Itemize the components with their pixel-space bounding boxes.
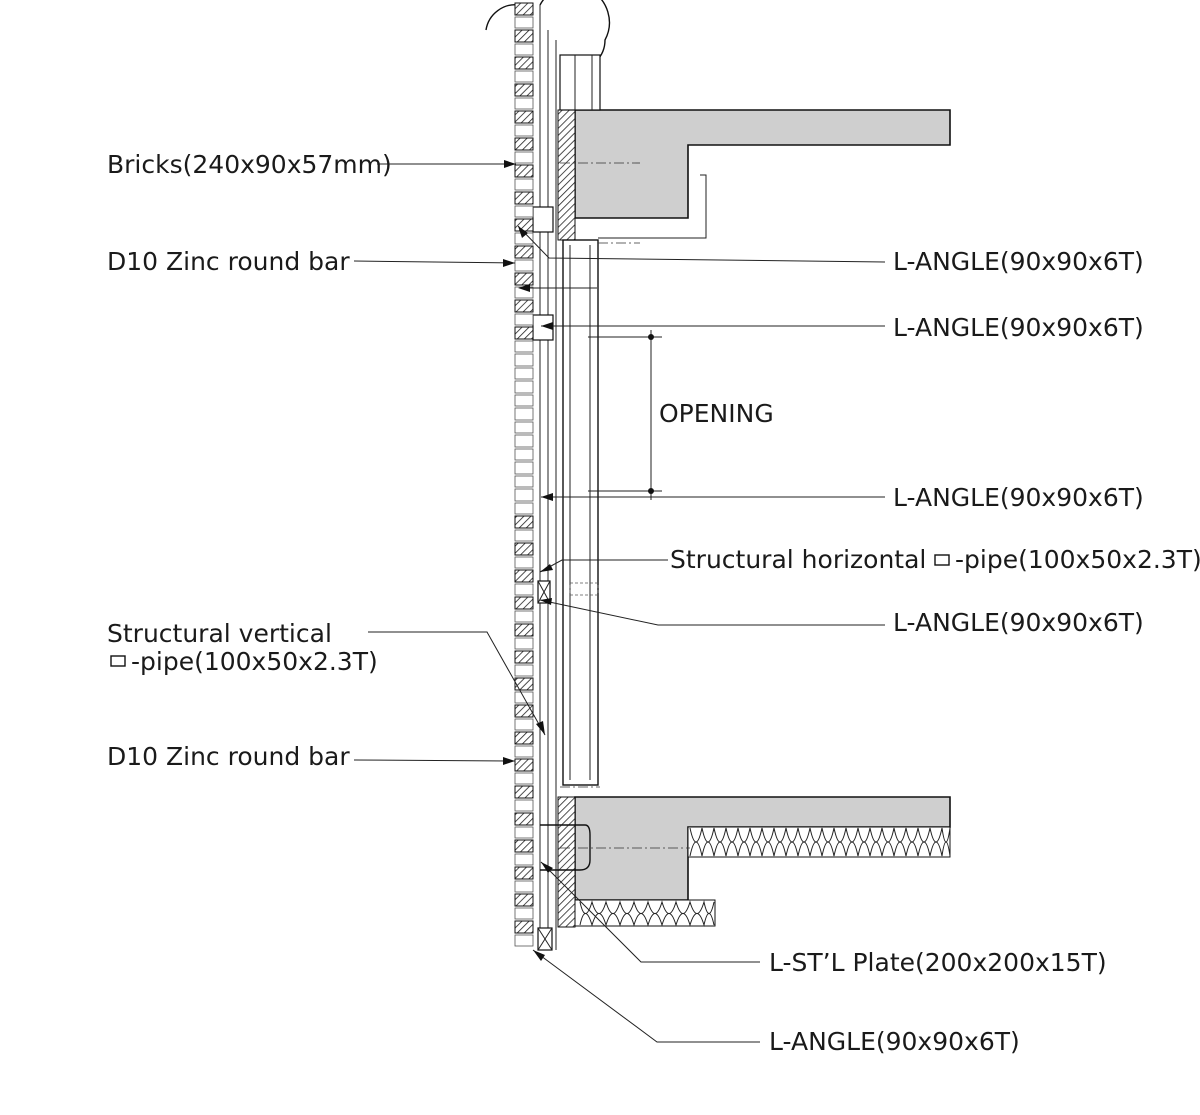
- brick: [514, 731, 534, 745]
- brick-joint: [514, 502, 534, 515]
- brick-joint: [514, 934, 534, 947]
- stl-plate-outline: [540, 824, 591, 871]
- label-d10-bottom: D10 Zinc round bar: [107, 742, 350, 771]
- brick-joint: [514, 421, 534, 434]
- brick-joint: [514, 367, 534, 380]
- brick: [514, 866, 534, 880]
- lower-edge-insulation: [557, 796, 576, 928]
- brick: [514, 272, 534, 286]
- brick: [514, 407, 534, 421]
- brick: [514, 299, 534, 313]
- brick: [514, 353, 534, 367]
- brick-column: [514, 2, 534, 947]
- brick-joint: [514, 880, 534, 893]
- brick-joint: [514, 853, 534, 866]
- structure: [485, 0, 951, 951]
- label-struct-horizontal-2: -pipe(100x50x2.3T): [955, 545, 1200, 574]
- brick: [514, 650, 534, 664]
- brick-joint: [514, 529, 534, 542]
- underside-insulation: [574, 826, 951, 927]
- brick-joint: [514, 637, 534, 650]
- brick: [514, 785, 534, 799]
- brick: [514, 758, 534, 772]
- brick: [514, 569, 534, 583]
- brick-joint: [514, 313, 534, 326]
- brick: [514, 515, 534, 529]
- brick-joint: [514, 205, 534, 218]
- opening-dimension: [588, 330, 662, 500]
- brick: [514, 191, 534, 205]
- brick-joint: [514, 745, 534, 758]
- label-bricks: Bricks(240x90x57mm): [107, 150, 392, 179]
- brick-joint: [514, 475, 534, 488]
- brick-joint: [514, 772, 534, 785]
- brick: [514, 245, 534, 259]
- brick: [514, 812, 534, 826]
- angle-box-1: [532, 206, 554, 233]
- brick-joint: [514, 907, 534, 920]
- brick-joint: [514, 583, 534, 596]
- label-struct-vertical-2: -pipe(100x50x2.3T): [131, 647, 378, 676]
- brick: [514, 434, 534, 448]
- upper-edge-insulation: [557, 109, 576, 241]
- brick: [514, 137, 534, 151]
- label-angle-1: L-ANGLE(90x90x6T): [893, 247, 1144, 276]
- brick: [514, 920, 534, 934]
- brick: [514, 677, 534, 691]
- brick: [514, 83, 534, 97]
- brick: [514, 380, 534, 394]
- label-opening: OPENING: [659, 399, 774, 428]
- label-d10-top: D10 Zinc round bar: [107, 247, 350, 276]
- brick: [514, 488, 534, 502]
- brick: [514, 164, 534, 178]
- brick: [514, 596, 534, 610]
- brick-joint: [514, 610, 534, 623]
- brick-joint: [514, 151, 534, 164]
- brick-joint: [514, 43, 534, 56]
- brick: [514, 461, 534, 475]
- brick-joint: [514, 16, 534, 29]
- brick: [514, 542, 534, 556]
- brick-joint: [514, 97, 534, 110]
- brick-joint: [514, 718, 534, 731]
- label-struct-vertical-1: Structural vertical: [107, 619, 332, 648]
- brick-joint: [514, 556, 534, 569]
- brick-joint: [514, 70, 534, 83]
- leader-lines: [353, 160, 886, 1043]
- brick-joint: [514, 124, 534, 137]
- brick-joint: [514, 799, 534, 812]
- brick: [514, 110, 534, 124]
- brick-joint: [514, 178, 534, 191]
- brick-joint: [514, 394, 534, 407]
- brick: [514, 623, 534, 637]
- labels: Bricks(240x90x57mm) D10 Zinc round bar L…: [107, 150, 1200, 1056]
- brick: [514, 2, 534, 16]
- brick: [514, 218, 534, 232]
- brick-joint: [514, 826, 534, 839]
- label-struct-horizontal-1: Structural horizontal: [670, 545, 926, 574]
- brick: [514, 704, 534, 718]
- brick-joint: [514, 664, 534, 677]
- label-angle-5: L-ANGLE(90x90x6T): [769, 1027, 1020, 1056]
- pipe-symbol-vertical: [110, 655, 126, 667]
- brick-joint: [514, 340, 534, 353]
- label-angle-4: L-ANGLE(90x90x6T): [893, 608, 1144, 637]
- label-angle-2: L-ANGLE(90x90x6T): [893, 313, 1144, 342]
- pipe-symbol-horizontal: [934, 554, 950, 566]
- brick: [514, 29, 534, 43]
- window-frame: [562, 239, 599, 786]
- upper-slab: [574, 109, 951, 219]
- label-stl-plate: L-ST’L Plate(200x200x15T): [769, 948, 1107, 977]
- top-jamb: [559, 54, 601, 111]
- brick: [514, 56, 534, 70]
- brick: [514, 326, 534, 340]
- brick: [514, 839, 534, 853]
- brick-joint: [514, 448, 534, 461]
- label-angle-3: L-ANGLE(90x90x6T): [893, 483, 1144, 512]
- brick-joint: [514, 259, 534, 272]
- brick: [514, 893, 534, 907]
